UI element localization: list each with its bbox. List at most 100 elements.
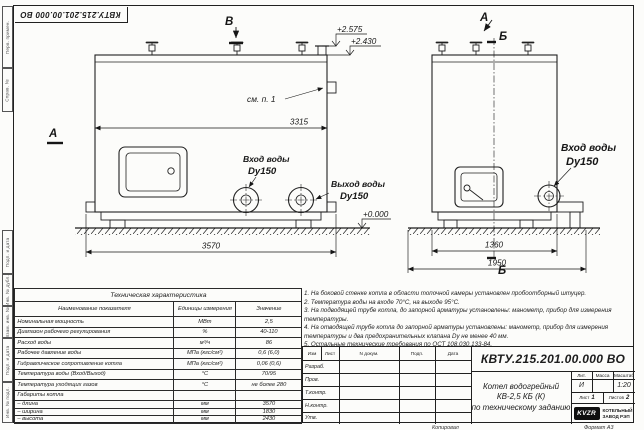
tech-row: Диапазон рабочего регулирования%40-110 bbox=[14, 326, 303, 338]
note-line: 1. На боковой стенке котла в области топ… bbox=[304, 290, 587, 297]
company-logo: KVZR bbox=[573, 407, 600, 420]
sheet-value: 1 bbox=[591, 394, 595, 401]
tech-table-title: Техническая характеристика bbox=[14, 288, 303, 302]
product-name-line: Котел водогрейный bbox=[482, 381, 560, 391]
ground-front bbox=[75, 227, 370, 235]
margin-field-perv-primen: Перв. примен. bbox=[2, 6, 13, 68]
grid-line bbox=[571, 403, 635, 404]
ground-side bbox=[408, 227, 600, 235]
tech-cell-units: МПа (кгс/см²) bbox=[173, 358, 237, 370]
tech-cell-units: % bbox=[173, 326, 237, 338]
tech-characteristics-table: Техническая характеристика Наименование … bbox=[14, 288, 303, 424]
dimensions: 3315 3570 1360 1950 bbox=[85, 118, 587, 273]
company-name-line: ЗАВОД РЭП bbox=[602, 413, 630, 419]
tech-cell-name: Габариты котла bbox=[14, 389, 175, 401]
tech-cell-units: мм bbox=[173, 400, 237, 409]
door-handle-front bbox=[167, 167, 175, 175]
grid-line bbox=[339, 347, 340, 424]
product-name-line: по техническому заданию bbox=[471, 402, 571, 412]
grid-line bbox=[571, 379, 635, 380]
furnace-door-front bbox=[118, 146, 188, 198]
tech-cell-value: 2,5 bbox=[235, 316, 303, 328]
top-pipe-stub bbox=[317, 45, 327, 56]
note-line: 4. На отводящей трубе котла до запорной … bbox=[304, 324, 609, 340]
tech-cell-value: 40-110 bbox=[235, 326, 303, 338]
tech-cell-value bbox=[235, 389, 303, 401]
company-name: КОТЕЛЬНЫЙ ЗАВОД РЭП bbox=[603, 408, 633, 419]
role-nkontr: Н.контр. bbox=[305, 402, 328, 409]
tech-cell-value: 70/95 bbox=[235, 368, 303, 380]
role-prov: Пров. bbox=[305, 376, 320, 383]
technical-notes: 1. На боковой стенке котла в области топ… bbox=[304, 290, 632, 350]
product-name: Котел водогрейный КВ-2,5 КБ (К) по техни… bbox=[471, 371, 571, 424]
valve-icon bbox=[145, 41, 159, 56]
level-marks: +2.575 +2.430 +0.000 bbox=[322, 25, 391, 229]
col-izm: Изм bbox=[307, 351, 317, 356]
furnace-door-side bbox=[454, 166, 504, 208]
tech-cell-value: не более 280 bbox=[235, 379, 303, 391]
valve-icon bbox=[435, 41, 449, 56]
port-labels: Вход воды Dy150 Выход воды Dy150 Вход во… bbox=[243, 143, 616, 202]
margin-field-vzam-inv: Взам. инв. № bbox=[2, 306, 13, 338]
grid-line bbox=[399, 347, 400, 424]
grid-line bbox=[603, 392, 604, 403]
product-name-line: КВ-2,5 КБ (К) bbox=[496, 392, 546, 402]
boiler-front-view bbox=[85, 41, 337, 229]
support-frame-front bbox=[100, 211, 322, 221]
grid-line bbox=[471, 347, 472, 424]
margin-field-podp-data-1: Подп. и дата bbox=[2, 230, 13, 274]
view-label-a-left: А bbox=[48, 128, 57, 140]
front-inlet-dn: Dy150 bbox=[248, 166, 277, 177]
role-tkontr: Т.контр. bbox=[305, 389, 327, 396]
tech-cell-value: 2430 bbox=[235, 415, 303, 424]
valve-icon bbox=[295, 41, 309, 56]
dim-side-total: 1950 bbox=[488, 259, 507, 268]
col-list: Лист bbox=[324, 351, 336, 356]
lit-label: Лит. bbox=[577, 372, 586, 378]
tech-cell-name: Номинальная мощность bbox=[14, 316, 175, 328]
sheets-label: Листов bbox=[608, 395, 624, 400]
role-utv: Утв. bbox=[305, 415, 318, 421]
level-value: +2.575 bbox=[337, 25, 363, 34]
mass-label: Масса bbox=[595, 372, 610, 378]
tech-cell-units bbox=[173, 389, 237, 401]
boiler-side-view bbox=[431, 41, 584, 229]
tech-cell-units: °С bbox=[173, 379, 237, 391]
tech-row: Габариты котла bbox=[14, 389, 303, 401]
tech-cell-name: – высота bbox=[14, 415, 175, 424]
level-value: +2.430 bbox=[351, 37, 377, 46]
tech-cell-name: Диапазон рабочего регулирования bbox=[14, 326, 175, 338]
level-value: +0.000 bbox=[363, 210, 389, 219]
copy-note: Копировал bbox=[432, 424, 459, 430]
company-name-line: КОТЕЛЬНЫЙ bbox=[602, 408, 633, 414]
note-line: 5. Остальные технические требования по О… bbox=[304, 341, 493, 349]
col-data: Дата bbox=[447, 351, 459, 356]
front-outlet-dn: Dy150 bbox=[340, 191, 369, 202]
front-outlet-label: Выход воды bbox=[331, 179, 386, 189]
pipe-bracket-side bbox=[556, 201, 584, 213]
tech-cell-units: МПа (кгс/см²) bbox=[173, 347, 237, 359]
grid-line bbox=[303, 386, 471, 387]
tech-cell-value: 3570 bbox=[235, 400, 303, 409]
valve-icon bbox=[521, 41, 535, 56]
grid-line bbox=[303, 360, 471, 361]
tech-cell-units: °С bbox=[173, 368, 237, 380]
margin-field-sprav: Справ. № bbox=[2, 68, 13, 112]
dim-front-body: 3315 bbox=[290, 118, 309, 127]
tech-cell-name: Гидравлическое сопротивление котла bbox=[14, 358, 175, 370]
tech-cell-units: м³/ч bbox=[173, 337, 237, 349]
note-line: 3. На подводящей трубе котла, до запорно… bbox=[304, 307, 612, 323]
scale-label: Масштаб bbox=[613, 372, 635, 378]
tech-cell-units: мм bbox=[173, 415, 237, 424]
format-note: Формат А3 bbox=[584, 424, 614, 430]
